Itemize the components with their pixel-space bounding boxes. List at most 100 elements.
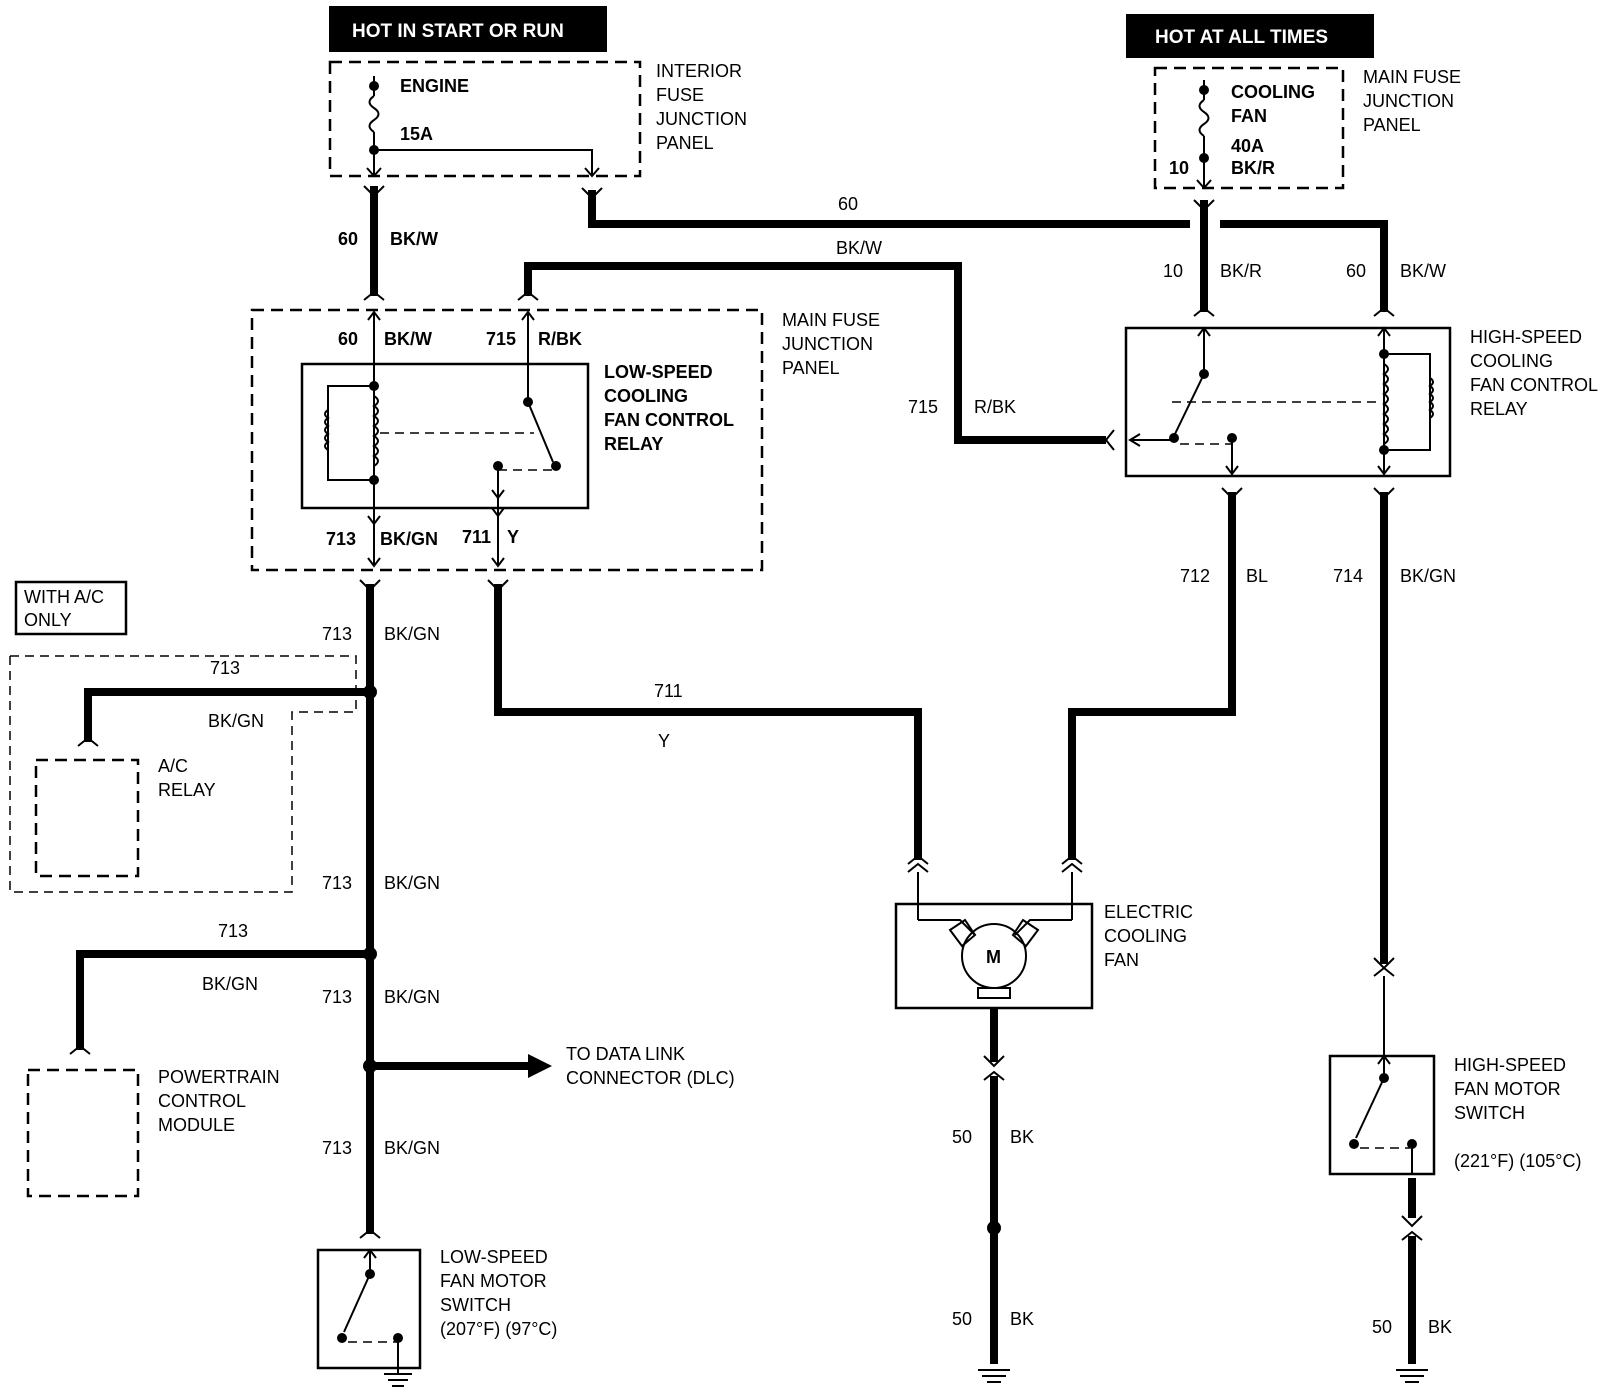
- svg-text:713: 713: [218, 921, 248, 941]
- high-speed-cooling-fan-control-relay: HIGH-SPEED COOLING FAN CONTROL RELAY: [1124, 326, 1598, 478]
- svg-text:LOW-SPEED: LOW-SPEED: [604, 362, 713, 382]
- svg-text:715: 715: [908, 397, 938, 417]
- svg-text:MAIN FUSE: MAIN FUSE: [1363, 67, 1461, 87]
- svg-text:10: 10: [1163, 261, 1183, 281]
- svg-text:BK/W: BK/W: [836, 238, 882, 258]
- svg-text:COOLING: COOLING: [1231, 82, 1315, 102]
- svg-text:715: 715: [486, 329, 516, 349]
- svg-text:BK: BK: [1428, 1317, 1452, 1337]
- svg-text:TO DATA LINK: TO DATA LINK: [566, 1044, 685, 1064]
- ac-relay: [34, 758, 140, 878]
- wire-50-bk-high-speed: 50 BK: [1372, 1178, 1452, 1383]
- svg-text:714: 714: [1333, 566, 1363, 586]
- svg-text:A/C: A/C: [158, 756, 188, 776]
- ground-icon-high-speed-switch: [1396, 1369, 1428, 1383]
- svg-text:711: 711: [462, 527, 491, 547]
- svg-text:BK/W: BK/W: [384, 329, 432, 349]
- low-speed-fan-motor-switch: LOW-SPEED FAN MOTOR SWITCH (207°F) (97°C…: [316, 1247, 557, 1387]
- svg-text:HOT IN START OR RUN: HOT IN START OR RUN: [352, 21, 564, 42]
- main-fuse-junction-panel-left: MAIN FUSE JUNCTION PANEL: [250, 308, 880, 572]
- svg-text:BK/GN: BK/GN: [208, 711, 264, 731]
- svg-text:COOLING: COOLING: [1104, 926, 1187, 946]
- svg-text:713: 713: [322, 1138, 352, 1158]
- svg-text:HIGH-SPEED: HIGH-SPEED: [1454, 1055, 1566, 1075]
- svg-text:BK: BK: [1010, 1127, 1034, 1147]
- svg-text:CONTROL: CONTROL: [158, 1091, 246, 1111]
- engine-fuse-name: ENGINE: [400, 76, 469, 96]
- svg-text:FAN: FAN: [1231, 106, 1267, 126]
- svg-text:COOLING: COOLING: [604, 386, 688, 406]
- svg-text:BK/W: BK/W: [390, 229, 438, 249]
- svg-text:HOT AT ALL TIMES: HOT AT ALL TIMES: [1155, 27, 1328, 48]
- svg-text:JUNCTION: JUNCTION: [656, 109, 747, 129]
- cooling-fan-fuse-symbol: [1198, 99, 1210, 137]
- svg-text:FAN CONTROL: FAN CONTROL: [1470, 375, 1598, 395]
- powertrain-control-module-group: 713 BK/GN POWERTRAIN CONTROL MODULE: [26, 921, 370, 1198]
- header-hot-start-run: HOT IN START OR RUN: [329, 6, 607, 52]
- svg-text:POWERTRAIN: POWERTRAIN: [158, 1067, 280, 1087]
- svg-text:INTERIOR: INTERIOR: [656, 61, 742, 81]
- svg-text:FAN CONTROL: FAN CONTROL: [604, 410, 734, 430]
- svg-text:LOW-SPEED: LOW-SPEED: [440, 1247, 548, 1267]
- svg-text:FAN: FAN: [1104, 950, 1139, 970]
- svg-text:MAIN FUSE: MAIN FUSE: [782, 310, 880, 330]
- svg-text:JUNCTION: JUNCTION: [782, 334, 873, 354]
- wire-713-bkgn-chain: 713 BK/GN 713 BK/GN 713 BK/GN 713 BK/GN: [322, 579, 440, 1239]
- svg-text:CONNECTOR (DLC): CONNECTOR (DLC): [566, 1068, 735, 1088]
- svg-text:BK/GN: BK/GN: [1400, 566, 1456, 586]
- with-ac-only-note: WITH A/C ONLY: [14, 580, 128, 636]
- wire-715-rbk: BK/W 715 R/BK: [517, 238, 1115, 451]
- ground-icon-fan: [978, 1369, 1010, 1383]
- wire-50-bk-fan: 50 BK 50 BK: [952, 1008, 1034, 1383]
- svg-text:BK/GN: BK/GN: [202, 974, 258, 994]
- svg-text:60: 60: [338, 329, 358, 349]
- interior-fuse-junction-panel: ENGINE 15A INTERIOR FUSE JUNCTION PANEL: [328, 60, 747, 178]
- svg-text:713: 713: [326, 529, 356, 549]
- relay-coil-symbol: [372, 395, 379, 467]
- svg-text:712: 712: [1180, 566, 1210, 586]
- svg-text:BK: BK: [1010, 1309, 1034, 1329]
- svg-text:50: 50: [952, 1309, 972, 1329]
- svg-text:PANEL: PANEL: [1363, 115, 1421, 135]
- svg-text:BL: BL: [1246, 566, 1268, 586]
- electric-cooling-fan: M ELECTRIC COOLING FAN: [894, 854, 1193, 1010]
- svg-text:SWITCH: SWITCH: [1454, 1103, 1525, 1123]
- svg-text:10: 10: [1169, 158, 1189, 178]
- svg-text:FUSE: FUSE: [656, 85, 704, 105]
- svg-text:BK/GN: BK/GN: [384, 624, 440, 644]
- header-hot-all-times: HOT AT ALL TIMES: [1126, 14, 1374, 58]
- engine-fuse-rating: 15A: [400, 124, 433, 144]
- svg-text:WITH A/C: WITH A/C: [24, 587, 104, 607]
- svg-text:PANEL: PANEL: [656, 133, 714, 153]
- svg-text:(221°F) (105°C): (221°F) (105°C): [1454, 1151, 1581, 1171]
- wire-60-bkw-left: 60 BK/W: [338, 185, 438, 301]
- main-fuse-junction-panel-top: COOLING FAN 40A BK/R 10 MAIN FUSE JUNCTI…: [1153, 66, 1461, 190]
- svg-text:Y: Y: [658, 731, 670, 751]
- wire-711-y: 711 Y: [487, 579, 922, 860]
- svg-text:713: 713: [210, 658, 240, 678]
- svg-text:R/BK: R/BK: [538, 329, 582, 349]
- svg-text:M: M: [986, 947, 1001, 967]
- svg-text:FAN MOTOR: FAN MOTOR: [1454, 1079, 1561, 1099]
- svg-text:BK/GN: BK/GN: [384, 987, 440, 1007]
- svg-text:BK/GN: BK/GN: [384, 873, 440, 893]
- svg-text:60: 60: [338, 229, 358, 249]
- svg-text:BK/GN: BK/GN: [380, 529, 438, 549]
- svg-text:713: 713: [322, 624, 352, 644]
- svg-text:SWITCH: SWITCH: [440, 1295, 511, 1315]
- svg-text:PANEL: PANEL: [782, 358, 840, 378]
- svg-text:50: 50: [1372, 1317, 1392, 1337]
- svg-text:ONLY: ONLY: [24, 610, 72, 630]
- wire-714-bkgn: 714 BK/GN: [1333, 487, 1456, 970]
- svg-text:Y: Y: [507, 527, 519, 547]
- svg-text:RELAY: RELAY: [1470, 399, 1528, 419]
- ac-relay-group: 713 BK/GN A/C RELAY: [9, 655, 370, 893]
- svg-text:BK/R: BK/R: [1231, 158, 1275, 178]
- ground-icon-low-speed-switch: [384, 1368, 412, 1387]
- wire-60-top: 60: [581, 187, 1190, 228]
- svg-text:711: 711: [654, 681, 683, 701]
- svg-text:713: 713: [322, 987, 352, 1007]
- svg-text:RELAY: RELAY: [604, 434, 663, 454]
- svg-text:ELECTRIC: ELECTRIC: [1104, 902, 1193, 922]
